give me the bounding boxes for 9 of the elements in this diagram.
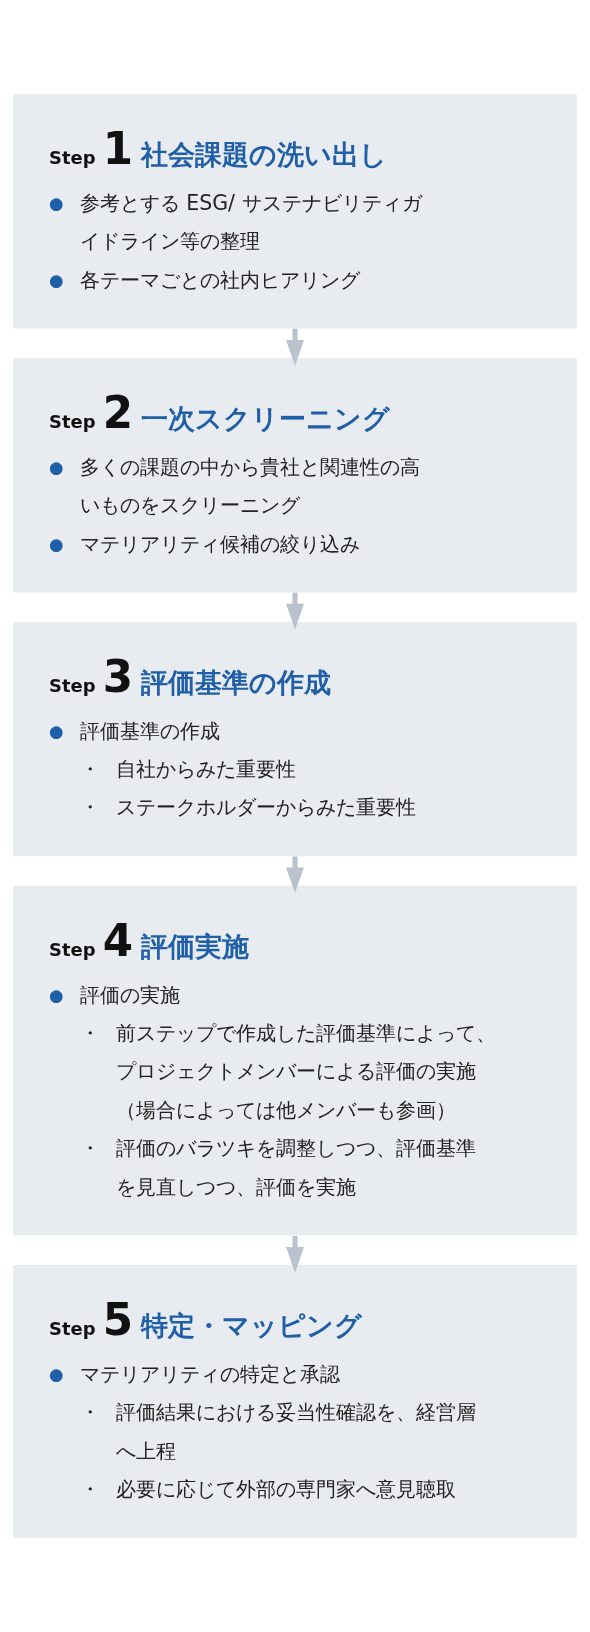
node-box: Step 1 社会課題の洗い出し ●参考とする ESG/ サステナビリティガイドライン等の整理 ●各テーマごとの社内ヒアリング	[13, 94, 577, 329]
arrow	[286, 592, 304, 630]
node-box: Step 3 評価基準の作成 ●評価基準の作成 ・自社からみた重要性 ・ステークホルダーからみた重要性	[13, 621, 577, 857]
node-box: Step 4 評価実施 ●評価の実施 ・前ステップで作成した評価基準によって、プロジェクトメンバーによる評価の実施（場合によっては他メンバーも参画） ・評価のバラツキを調整しつつ、評価基準を見直しつつ、評価を実施	[13, 885, 577, 1236]
arrow	[286, 856, 304, 894]
node-box: Step 2 一次スクリーニング ●多くの課題の中から貴社と関連性の高いものをスクリーニング ●マテリアリティ候補の絞り込み	[13, 358, 577, 593]
arrow	[286, 328, 304, 366]
arrow	[286, 1236, 304, 1273]
node-box: Step 5 特定・マッピング ●マテリアリティの特定と承認 ・評価結果における妥当性確認を、経営層へ上程 ・必要に応じて外部の専門家へ意見聴取	[13, 1265, 577, 1538]
